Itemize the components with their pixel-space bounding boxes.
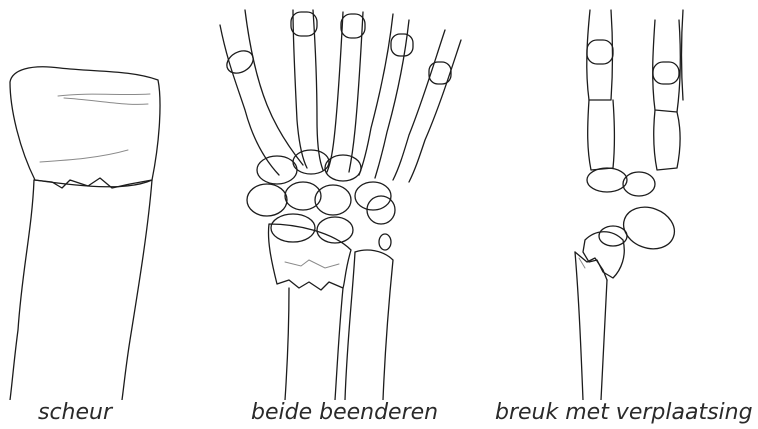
crack-bone-illustration [0,0,200,400]
panel-crack: scheur [0,0,200,429]
displaced-fracture-illustration [495,0,758,400]
caption-scheur: scheur [38,400,112,426]
panel-both-bones: beide beenderen [205,0,490,429]
caption-beide-beenderen: beide beenderen [251,400,438,426]
panel-displaced-fracture: breuk met verplaatsing [495,0,758,429]
both-bones-illustration [205,0,490,400]
caption-breuk-met-verplaatsing: breuk met verplaatsing [495,400,753,426]
